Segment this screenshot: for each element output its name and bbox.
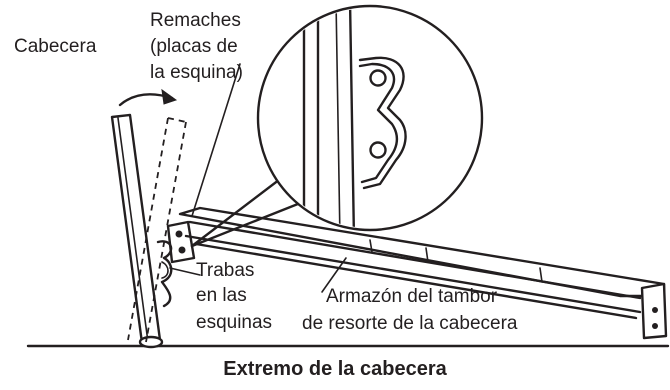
- diagram-caption: Extremo de la cabecera: [223, 358, 447, 380]
- label-frame-line1: Armazón del tambor: [326, 286, 498, 307]
- label-locks-line1: Trabas: [196, 260, 254, 281]
- rivet: [175, 230, 183, 238]
- label-rivets-line2: (placas de: [150, 36, 238, 57]
- label-rivets-line3: la esquina): [150, 62, 243, 83]
- corner-locks: [156, 240, 173, 308]
- spring-frame: [178, 206, 668, 340]
- label-locks-line3: esquinas: [196, 312, 272, 333]
- leader-rivets: [191, 63, 241, 217]
- label-frame-line2: de resorte de la cabecera: [302, 313, 518, 334]
- label-locks-line2: en las: [196, 285, 247, 306]
- rotation-arrow: [118, 88, 178, 107]
- rivet: [178, 246, 186, 254]
- label-rivets-line1: Remaches: [150, 10, 241, 31]
- leader-locks: [169, 267, 201, 276]
- headboard-post: [110, 113, 164, 349]
- headboard-alt-position-dashed: [127, 117, 187, 343]
- corner-plate: [166, 220, 196, 264]
- magnified-detail: [256, 4, 484, 232]
- leader-frame: [321, 257, 347, 293]
- label-headboard: Cabecera: [14, 36, 97, 57]
